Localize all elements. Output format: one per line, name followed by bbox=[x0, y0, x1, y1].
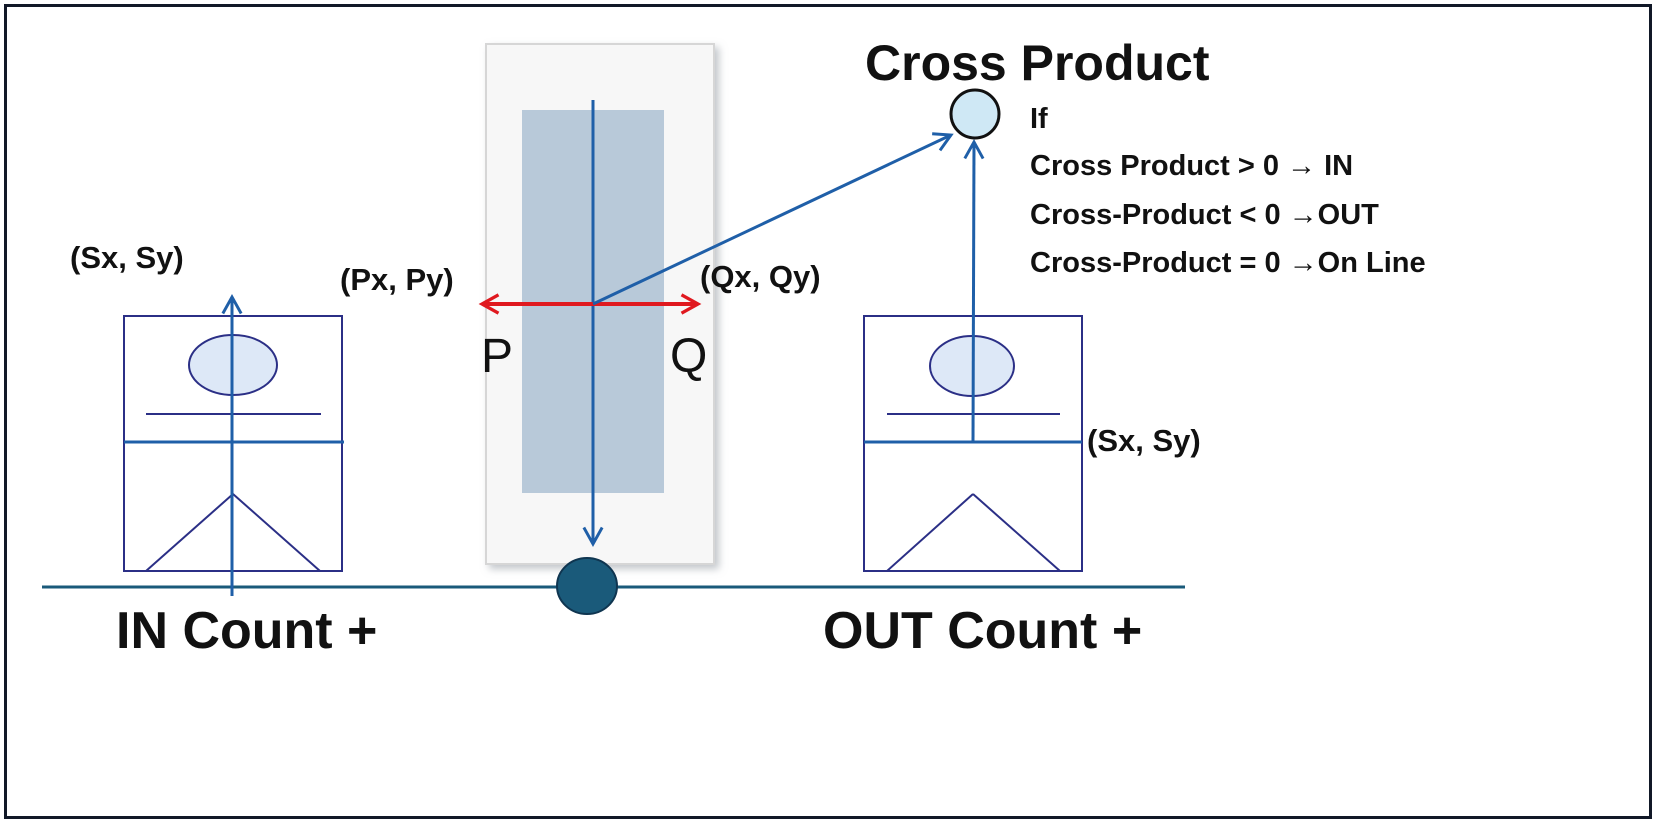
point-s-right-label: (Sx, Sy) bbox=[1087, 423, 1201, 458]
diagram-frame bbox=[4, 4, 1652, 819]
point-s-left-label: (Sx, Sy) bbox=[70, 240, 184, 275]
person-out-direction-arrow bbox=[963, 138, 985, 443]
person-out-left-leg bbox=[886, 493, 974, 572]
cross-product-node bbox=[949, 88, 1001, 140]
cross-product-title: Cross Product bbox=[865, 35, 1210, 91]
ground-center-node bbox=[556, 557, 618, 615]
rule-less: Cross-Product < 0 →OUT bbox=[1030, 199, 1379, 231]
marker-p: P bbox=[481, 330, 513, 383]
person-out bbox=[863, 138, 1083, 572]
person-in bbox=[123, 293, 344, 596]
person-in-right-leg bbox=[232, 493, 321, 572]
out-count-label: OUT Count + bbox=[823, 602, 1142, 660]
person-out-right-leg bbox=[972, 493, 1061, 572]
cross-product-vector bbox=[592, 132, 954, 306]
rule-equal: Cross-Product = 0 →On Line bbox=[1030, 247, 1426, 279]
marker-q: Q bbox=[670, 330, 707, 383]
in-count-label: IN Count + bbox=[116, 602, 377, 660]
point-p-label: (Px, Py) bbox=[340, 262, 454, 297]
rule-greater: Cross Product > 0 → IN bbox=[1030, 150, 1353, 182]
person-in-left-leg bbox=[145, 493, 234, 572]
point-q-label: (Qx, Qy) bbox=[700, 259, 821, 294]
rule-if: If bbox=[1030, 103, 1048, 135]
